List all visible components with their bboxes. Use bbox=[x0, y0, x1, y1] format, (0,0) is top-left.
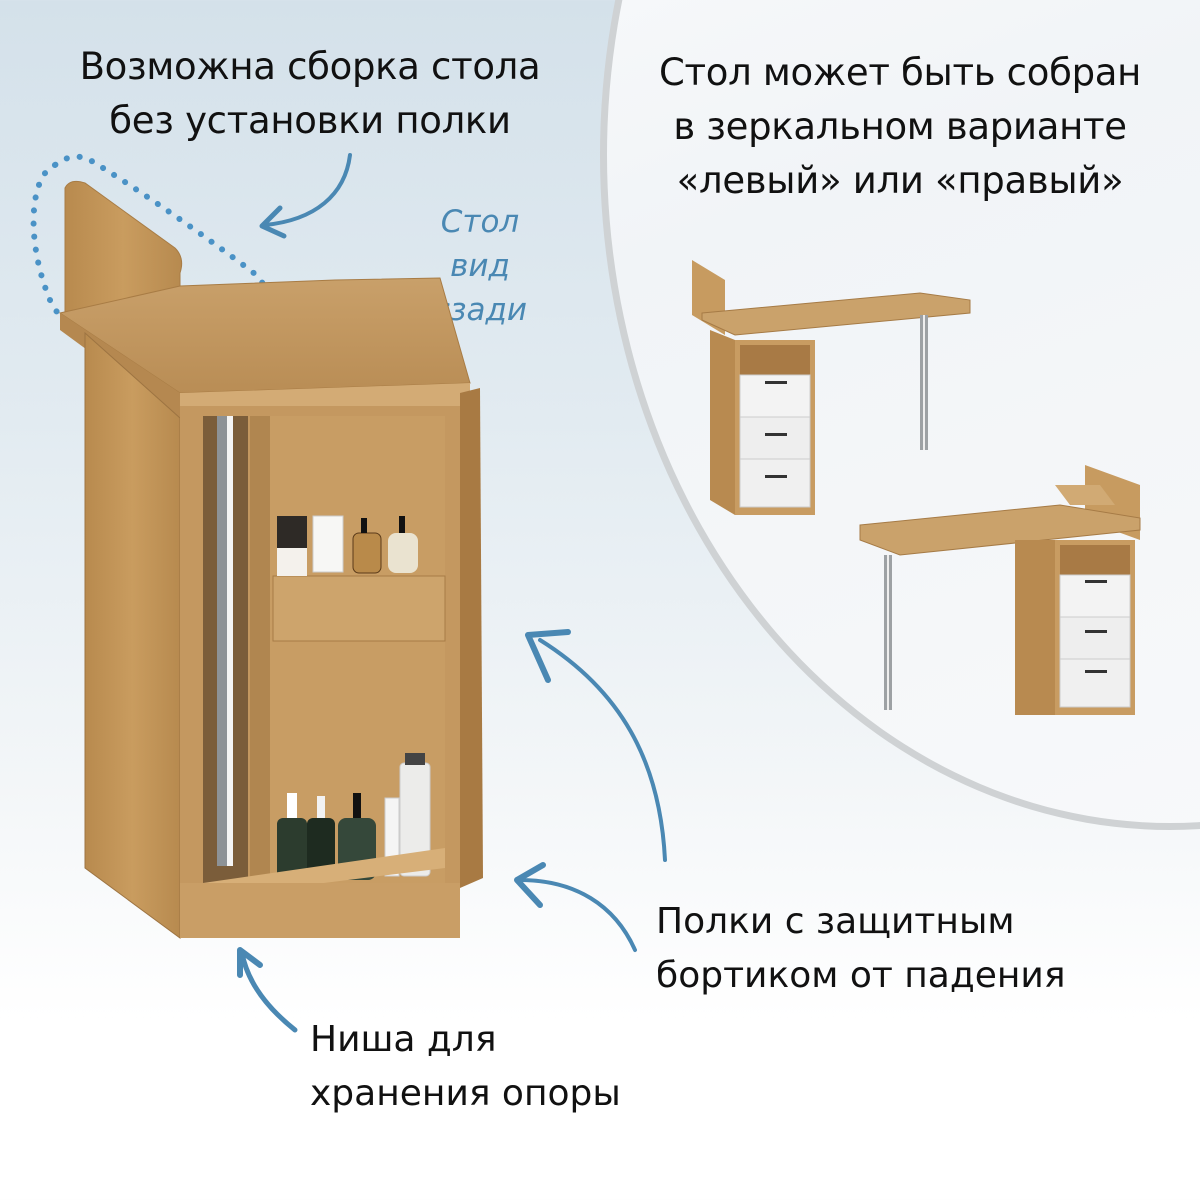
arrow-to-lower-shelf-icon bbox=[514, 862, 637, 952]
caption-line: Полки с защитным bbox=[656, 901, 1015, 942]
desk-right-variant-image bbox=[859, 465, 1141, 715]
caption-assembly-without-shelf: Возможна сборка стола без установки полк… bbox=[40, 40, 580, 148]
caption-line: без установки полки bbox=[109, 99, 511, 142]
caption-line: в зеркальном варианте bbox=[673, 105, 1127, 148]
caption-line: бортиком от падения bbox=[656, 955, 1066, 996]
caption-shelves-rim: Полки с защитным бортиком от падения bbox=[656, 895, 1065, 1003]
arrow-to-niche-icon bbox=[237, 947, 298, 1033]
caption-line: хранения опоры bbox=[310, 1073, 621, 1114]
caption-line: Возможна сборка стола bbox=[79, 45, 541, 88]
arrow-to-upper-shelf-icon bbox=[525, 629, 667, 862]
desk-rear-view-image bbox=[58, 180, 483, 939]
caption-mirror-variant: Стол может быть собран в зеркальном вари… bbox=[620, 46, 1180, 208]
caption-line: Стол может быть собран bbox=[658, 51, 1142, 94]
caption-line: Ниша для bbox=[310, 1019, 497, 1060]
caption-leg-storage-niche: Ниша для хранения опоры bbox=[310, 1013, 621, 1121]
arrow-to-shelf-icon bbox=[259, 153, 352, 239]
caption-line: «левый» или «правый» bbox=[676, 159, 1124, 202]
label-line: Стол bbox=[440, 204, 520, 240]
desk-left-variant-image bbox=[692, 260, 971, 515]
